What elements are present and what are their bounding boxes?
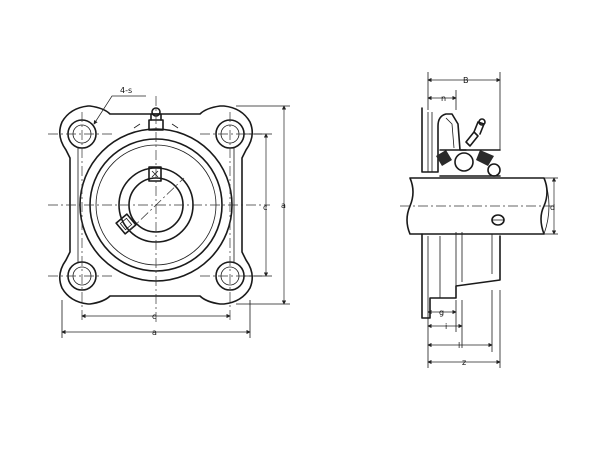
set-screw-side (491, 214, 505, 226)
dim-d-label: d (550, 203, 555, 212)
front-view: 4-s c a c a (48, 86, 290, 338)
dim-c-side-label: c (263, 203, 267, 212)
dim-n-label: n (441, 94, 446, 103)
bolt-callout-label: 4-s (120, 86, 132, 95)
side-housing-lower (421, 233, 501, 319)
grease-nipple-side (465, 118, 486, 147)
dim-c-bottom-label: c (152, 312, 156, 321)
dim-a-side-label: a (281, 201, 286, 210)
bolt-callout-leader (93, 95, 146, 125)
dim-i-label: i (445, 322, 447, 331)
dim-l-label: l (458, 341, 460, 350)
dim-a-bottom-label: a (152, 328, 157, 337)
set-screw-top (148, 166, 162, 182)
dim-z-label: z (462, 358, 466, 367)
bearing-insert (436, 149, 501, 177)
flange-outline (58, 105, 254, 305)
dim-g-label: g (439, 308, 444, 317)
set-screw-angled (115, 213, 137, 235)
dim-B-label: B (463, 76, 469, 85)
side-housing-upper (421, 107, 467, 173)
side-view: B n (400, 72, 558, 368)
